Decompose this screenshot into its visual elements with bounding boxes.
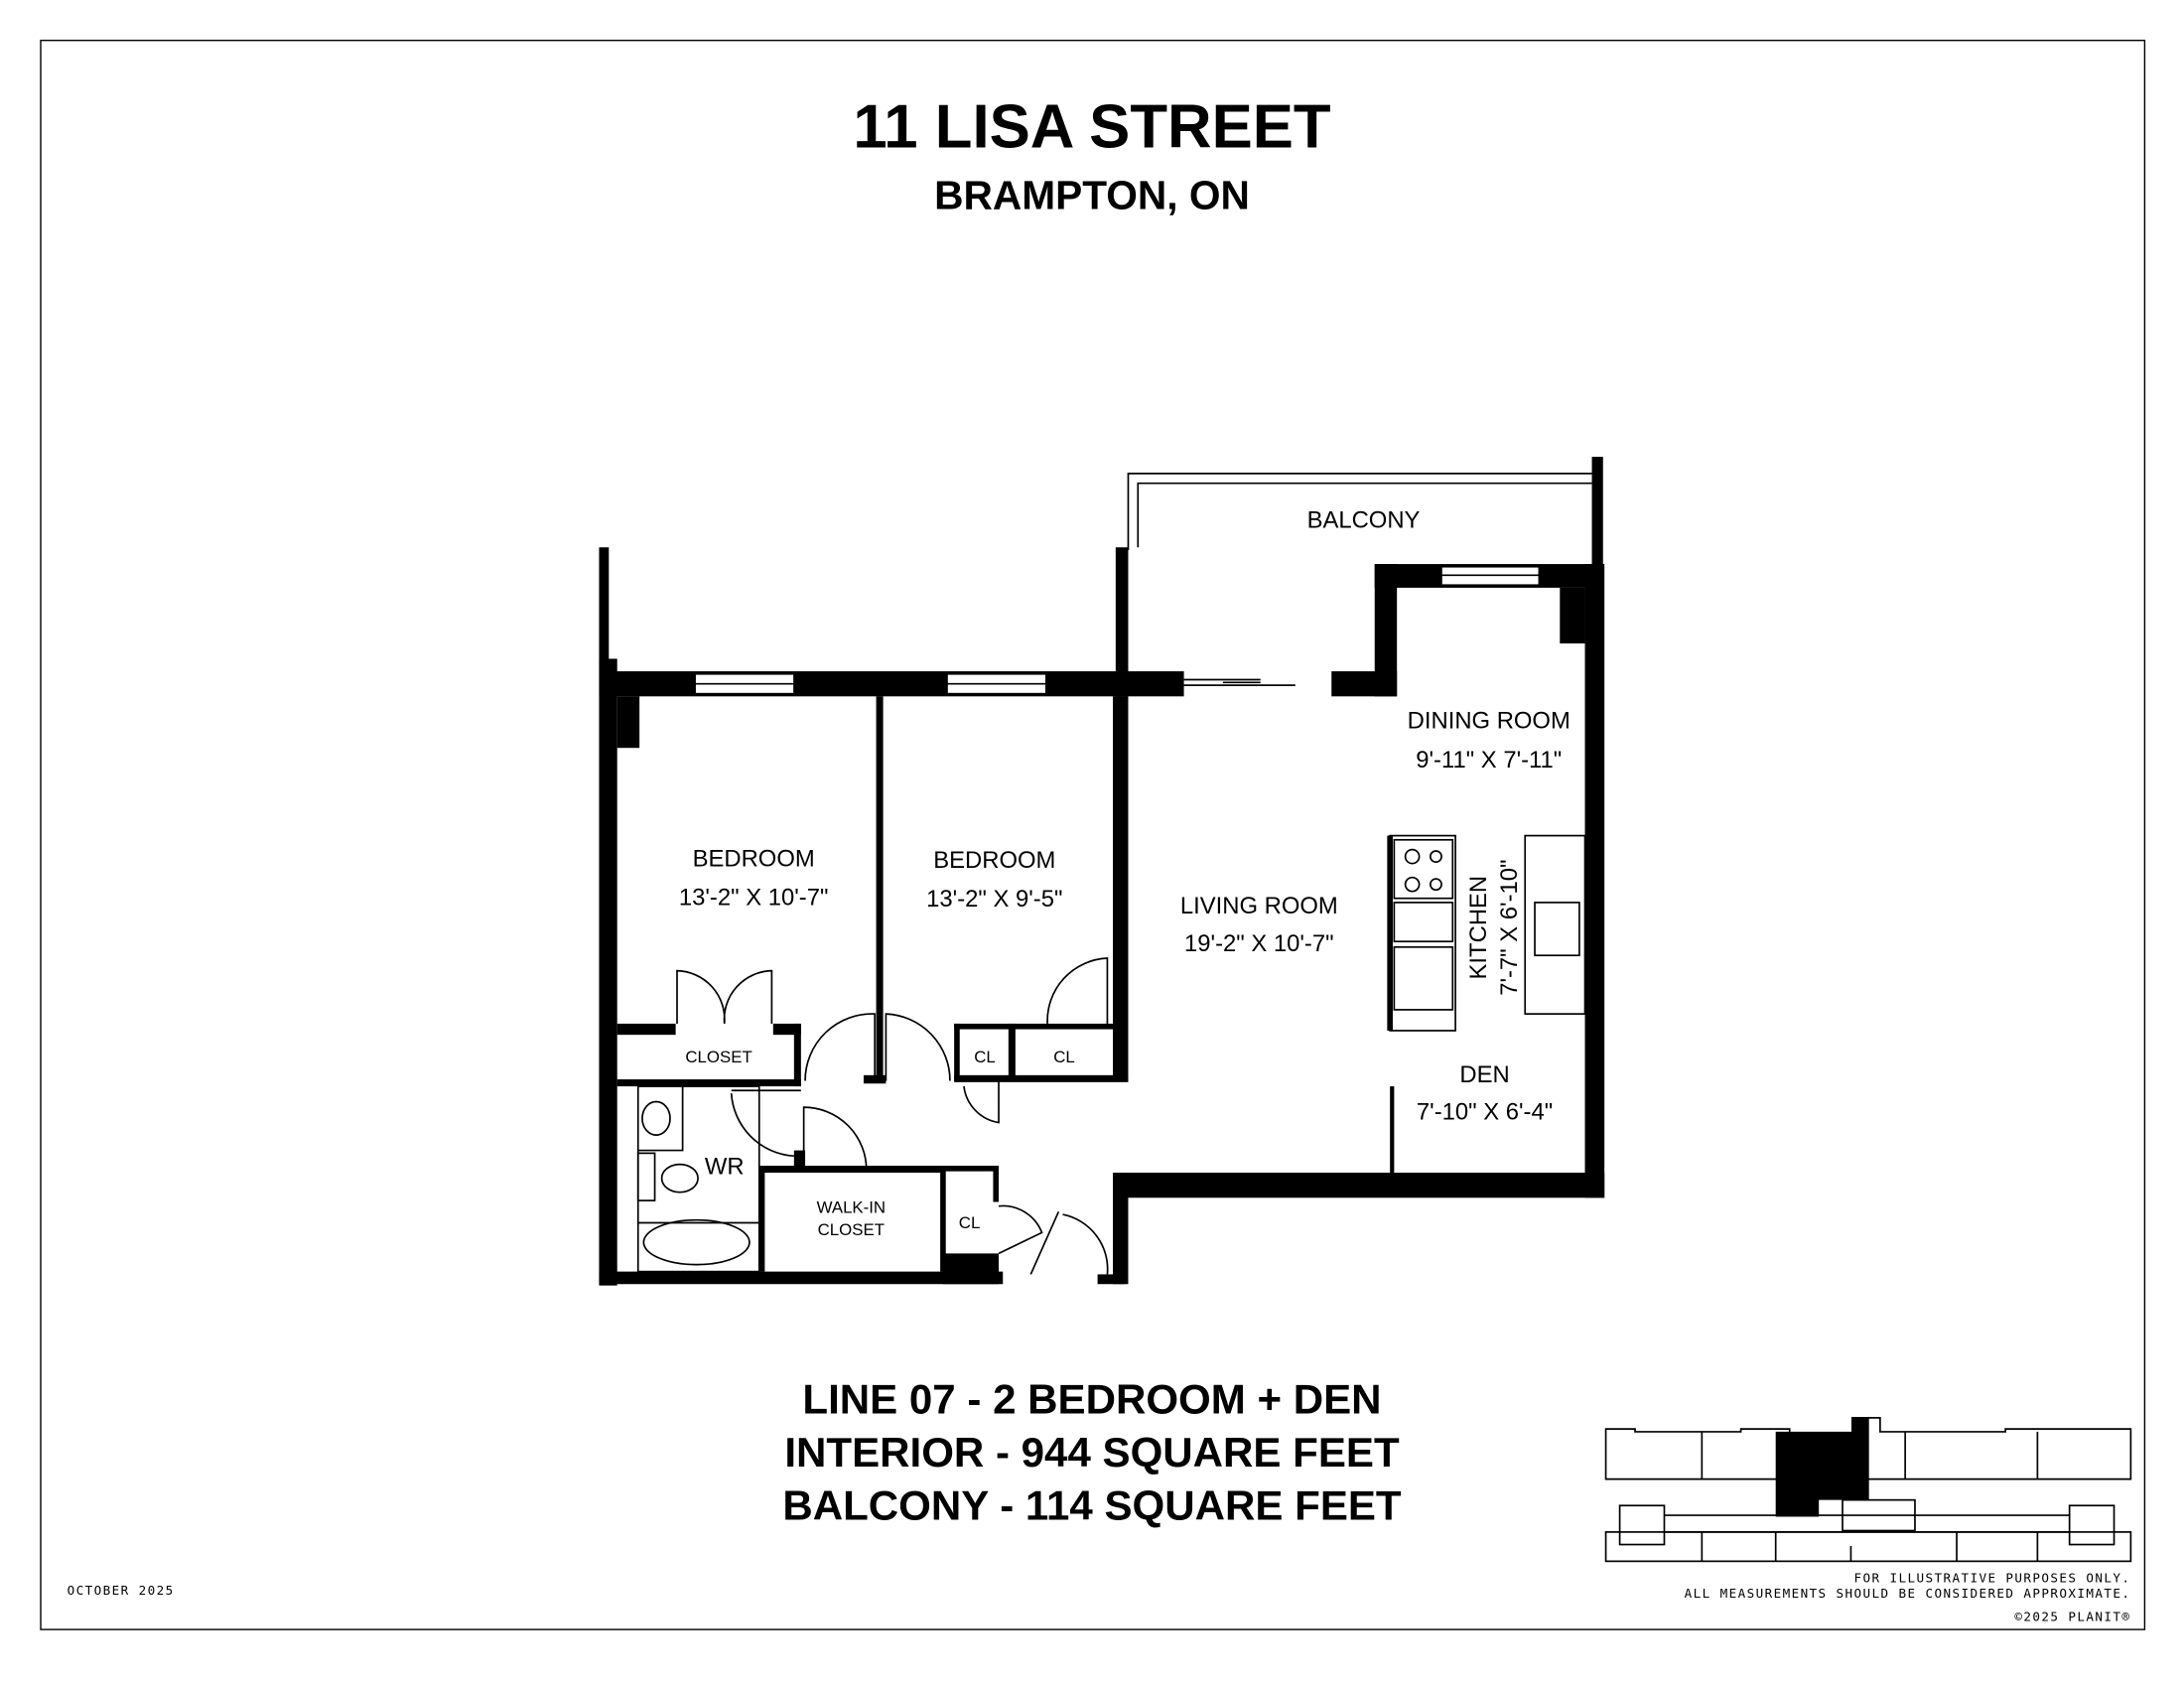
label-living-room: LIVING ROOM bbox=[1180, 893, 1338, 919]
room-labels: BALCONY BEDROOM 13'-2" X 10'-7" BEDROOM … bbox=[679, 507, 1570, 1240]
disclaimer-line-2: ALL MEASUREMENTS SHOULD BE CONSIDERED AP… bbox=[1685, 1586, 2131, 1601]
label-cl-1: CL bbox=[974, 1048, 996, 1066]
summary-balcony: BALCONY - 114 SQUARE FEET bbox=[782, 1481, 1402, 1528]
label-cl-3: CL bbox=[959, 1213, 981, 1232]
unit-summary: LINE 07 - 2 BEDROOM + DEN INTERIOR - 944… bbox=[782, 1376, 1402, 1529]
stove bbox=[1393, 838, 1454, 900]
sink bbox=[1534, 902, 1580, 957]
size-bedroom2: 13'-2" X 9'-5" bbox=[926, 886, 1062, 913]
page-border bbox=[40, 39, 2146, 1630]
summary-line: LINE 07 - 2 BEDROOM + DEN bbox=[802, 1376, 1381, 1423]
label-balcony: BALCONY bbox=[1307, 507, 1421, 534]
label-kitchen: KITCHEN bbox=[1465, 876, 1492, 980]
label-bedroom1: BEDROOM bbox=[693, 845, 815, 872]
size-kitchen: 7'-7" X 6'-10" bbox=[1496, 860, 1523, 996]
key-plan bbox=[1604, 1417, 2132, 1563]
label-dining-room: DINING ROOM bbox=[1408, 708, 1570, 735]
label-closet: CLOSET bbox=[685, 1048, 751, 1066]
size-bedroom1: 13'-2" X 10'-7" bbox=[679, 885, 829, 912]
size-dining-room: 9'-11" X 7'-11" bbox=[1416, 747, 1562, 774]
label-walkin-2: CLOSET bbox=[818, 1220, 885, 1239]
label-walkin-1: WALK-IN bbox=[817, 1198, 887, 1217]
label-cl-2: CL bbox=[1053, 1048, 1075, 1066]
label-den: DEN bbox=[1459, 1061, 1509, 1088]
floor-plan bbox=[599, 457, 1605, 1286]
summary-interior: INTERIOR - 944 SQUARE FEET bbox=[784, 1429, 1400, 1476]
size-den: 7'-10" X 6'-4" bbox=[1417, 1099, 1553, 1126]
plan-date: OCTOBER 2025 bbox=[68, 1583, 175, 1598]
copyright: ©2025 PLANIT® bbox=[2014, 1610, 2130, 1624]
page-title: 11 LISA STREET bbox=[853, 93, 1330, 162]
size-living-room: 19'-2" X 10'-7" bbox=[1184, 930, 1334, 957]
label-bedroom2: BEDROOM bbox=[933, 847, 1055, 874]
label-wr: WR bbox=[705, 1153, 745, 1180]
disclaimer-line-1: FOR ILLUSTRATIVE PURPOSES ONLY. bbox=[1854, 1570, 2131, 1585]
page-subtitle: BRAMPTON, ON bbox=[934, 172, 1250, 217]
